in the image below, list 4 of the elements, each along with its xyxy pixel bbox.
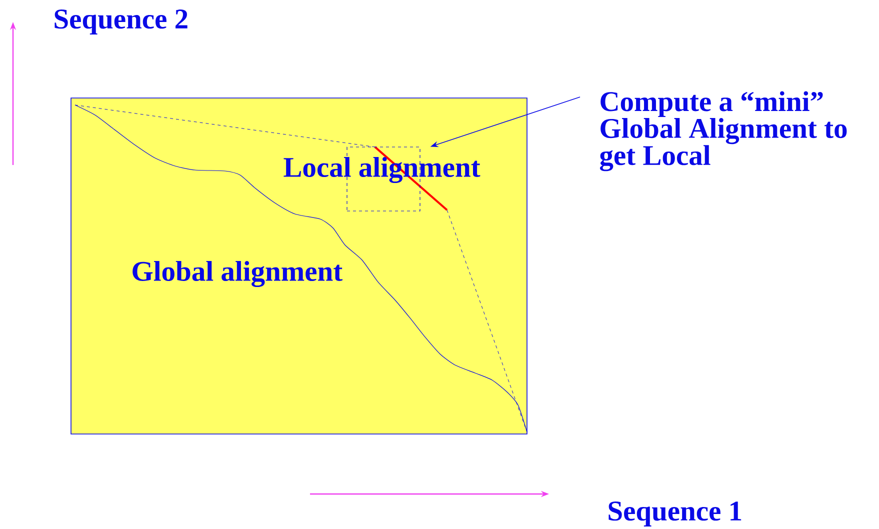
- region-label: Global alignment: [132, 260, 342, 288]
- callout-text: Compute a “mini” Global Alignment to get Local: [600, 91, 847, 172]
- axis-label: Sequence 1: [608, 502, 742, 526]
- axis-label: Sequence 2: [54, 10, 188, 34]
